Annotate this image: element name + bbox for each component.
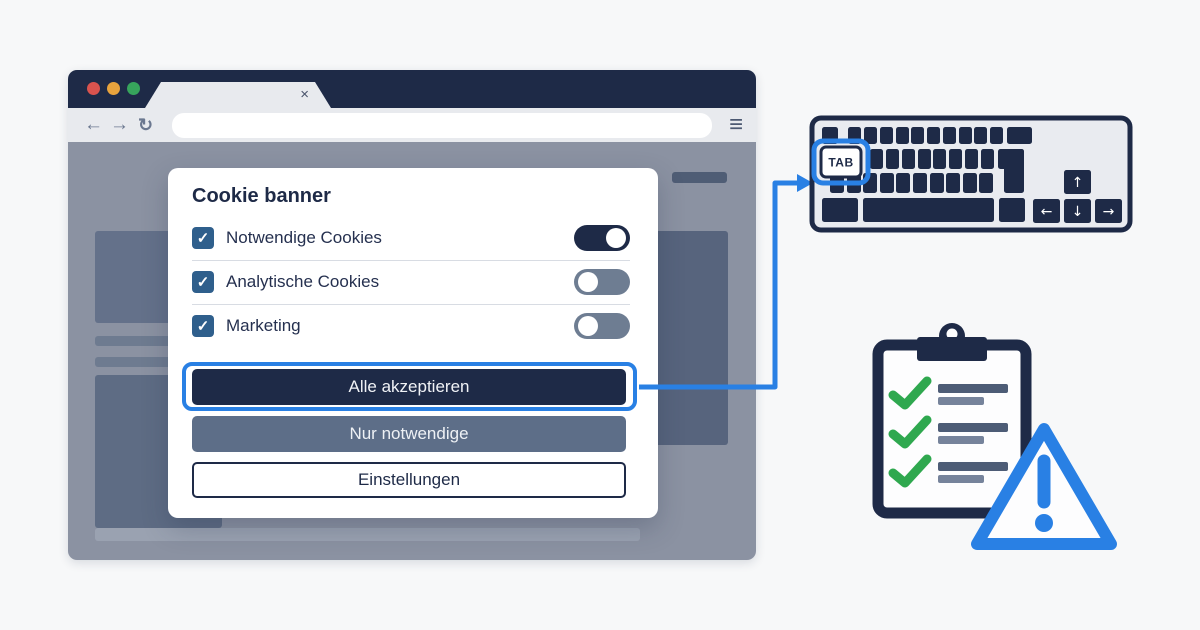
cookie-option-row-notwendige: ✓ Notwendige Cookies — [192, 216, 630, 261]
arrow-down-icon: ↓ — [1072, 204, 1084, 220]
toggle-knob — [606, 228, 626, 248]
toggle-notwendige-cookies[interactable] — [574, 225, 630, 251]
arrow-right-key — [1095, 199, 1122, 223]
refresh-icon[interactable]: ↻ — [138, 115, 154, 135]
dialog-title: Cookie banner — [192, 185, 331, 207]
checkbox-analytische-cookies[interactable]: ✓ — [192, 271, 214, 293]
settings-button[interactable]: Einstellungen — [192, 462, 626, 498]
cookie-option-label: Marketing — [226, 316, 301, 335]
check-icon — [888, 454, 932, 488]
check-icon: ✓ — [196, 273, 210, 291]
checkbox-marketing[interactable]: ✓ — [192, 315, 214, 337]
arrow-right-icon: → — [1103, 204, 1115, 220]
tab-key-label: TAB — [828, 156, 853, 170]
checklist-row — [888, 415, 1008, 449]
toggle-analytische-cookies[interactable] — [574, 269, 630, 295]
checklist-row — [888, 454, 1008, 488]
cookie-option-row-marketing: ✓ Marketing — [192, 304, 630, 348]
browser-tab[interactable]: × — [145, 82, 331, 108]
check-icon — [888, 376, 932, 410]
arrow-down-key — [1064, 199, 1091, 223]
keyboard-keys — [822, 127, 1032, 222]
checklist-clipboard-icon — [872, 323, 1032, 519]
tab-key-highlight-ring — [811, 138, 871, 186]
window-close-button[interactable] — [87, 82, 100, 95]
arrow-left-icon: ← — [1041, 204, 1053, 220]
check-icon — [888, 415, 932, 449]
tab-close-icon[interactable]: × — [300, 86, 309, 103]
checkbox-notwendige-cookies[interactable]: ✓ — [192, 227, 214, 249]
toggle-knob — [578, 272, 598, 292]
window-maximize-button[interactable] — [127, 82, 140, 95]
arrow-up-icon: ↑ — [1072, 175, 1084, 191]
spacebar-key — [863, 198, 994, 222]
tab-key[interactable]: TAB — [811, 138, 871, 186]
check-icon: ✓ — [196, 229, 210, 247]
menu-icon[interactable]: ≡ — [728, 111, 743, 138]
placeholder-text-line — [672, 172, 727, 183]
browser-navbar: ← → ↻ ≡ — [68, 108, 756, 142]
back-icon[interactable]: ← — [84, 114, 103, 135]
cookie-banner-dialog: Cookie banner ✓ Notwendige Cookies ✓ Ana… — [168, 168, 658, 518]
cookie-option-label: Notwendige Cookies — [226, 228, 382, 247]
placeholder-text-line — [95, 357, 231, 367]
cookie-option-row-analytische: ✓ Analytische Cookies — [192, 260, 630, 305]
only-necessary-button[interactable]: Nur notwendige — [192, 416, 626, 452]
placeholder-footer-line — [95, 528, 640, 541]
window-minimize-button[interactable] — [107, 82, 120, 95]
check-icon: ✓ — [196, 317, 210, 335]
placeholder-text-line — [95, 336, 231, 346]
accept-all-button[interactable]: Alle akzeptieren — [192, 369, 626, 405]
arrow-key-cluster: ↑ ← ↓ → — [1033, 170, 1122, 223]
checklist-row — [888, 376, 1008, 410]
toggle-marketing[interactable] — [574, 313, 630, 339]
arrow-up-key — [1064, 170, 1091, 194]
url-bar[interactable] — [172, 113, 712, 138]
toggle-knob — [578, 316, 598, 336]
cookie-option-label: Analytische Cookies — [226, 272, 380, 291]
keyboard-focus-ring — [182, 362, 637, 411]
browser-titlebar: × — [68, 70, 756, 108]
exclamation-dot — [1035, 514, 1053, 532]
warning-triangle-icon — [971, 423, 1117, 550]
keyboard-illustration: ↑ ← ↓ → TAB — [809, 115, 1133, 233]
arrow-left-key — [1033, 199, 1060, 223]
forward-icon[interactable]: → — [110, 114, 129, 135]
